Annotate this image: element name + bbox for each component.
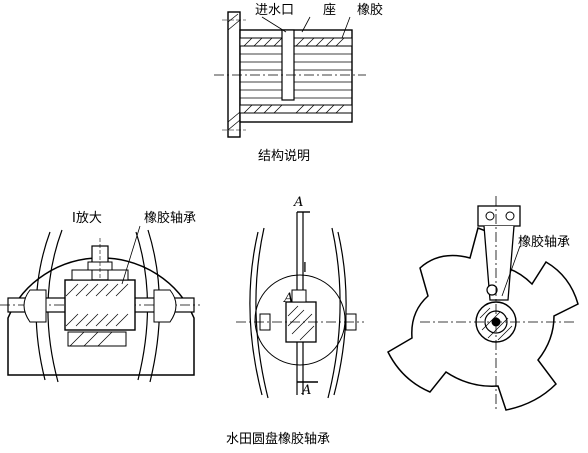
detail-mark: I xyxy=(303,261,307,276)
section-mark-side: A xyxy=(284,291,294,306)
seat-label: 座 xyxy=(323,3,337,18)
detail-magnified-label: I放大 xyxy=(72,211,102,226)
section-mark-bottom: A xyxy=(302,383,312,398)
structure-section-drawing xyxy=(214,11,366,138)
rubber-label: 橡胶 xyxy=(357,3,384,18)
left-rubber-bearing-label: 橡胶轴承 xyxy=(144,211,197,226)
figure-caption: 水田圆盘橡胶轴承 xyxy=(226,432,331,447)
section-mark-top: A xyxy=(294,195,304,210)
section-a-a-drawing xyxy=(387,196,579,412)
disc-side-view-drawing xyxy=(236,211,364,399)
structure-caption: 结构说明 xyxy=(258,149,311,164)
water-inlet-label: 进水口 xyxy=(255,3,295,18)
detail-view-drawing xyxy=(0,225,200,383)
right-rubber-bearing-label: 橡胶轴承 xyxy=(518,235,571,250)
